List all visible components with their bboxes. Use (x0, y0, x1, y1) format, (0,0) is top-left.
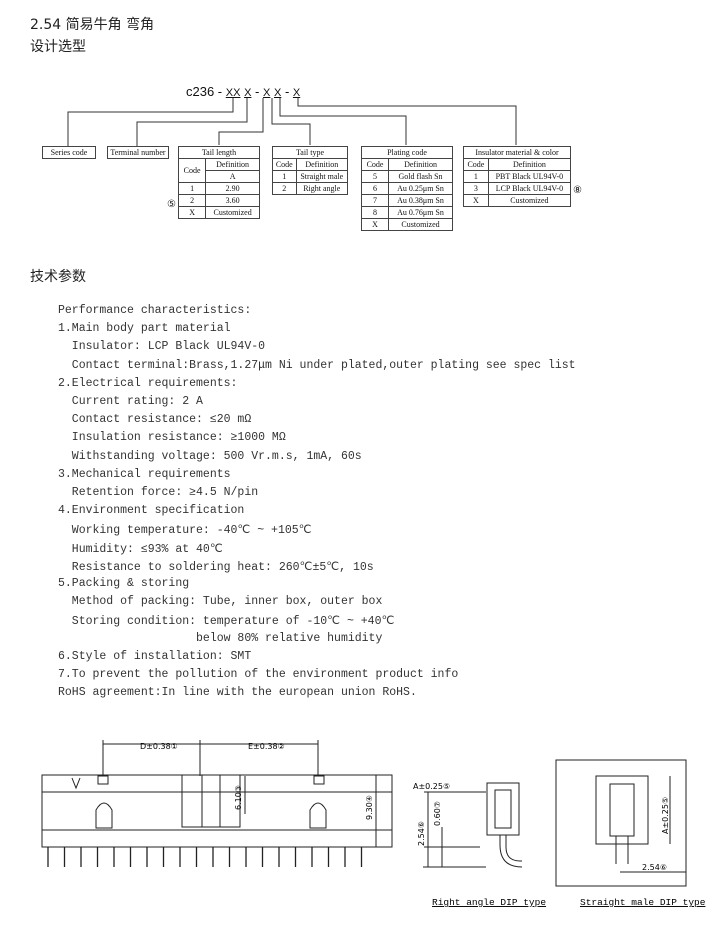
dim-d: D±0.38① (140, 742, 178, 751)
part-code-seg1: XX (225, 87, 241, 99)
spec-line: Resistance to soldering heat: 260℃±5℃, 1… (58, 560, 374, 574)
spec-line: 4.Environment specification (58, 504, 245, 518)
spec-line: Current rating: 2 A (58, 395, 203, 408)
spec-line: Performance characteristics: (58, 304, 252, 317)
table-header: Definition (388, 158, 453, 171)
table-header: Code (360, 158, 390, 171)
dim-2-54-straight: 2.54⑥ (642, 863, 667, 872)
dim-a-right: A±0.25⑤ (413, 782, 450, 791)
spec-line: Method of packing: Tube, inner box, oute… (58, 595, 383, 609)
caption-straight-male: Straight male DIP type (580, 897, 706, 908)
part-code-seg5: X (292, 87, 301, 99)
table-header: Definition (487, 158, 572, 171)
part-code-seg4: X (273, 87, 282, 99)
spec-line: Insulator: LCP Black UL94V-0 (58, 340, 266, 354)
technical-drawing: D±0.38① E±0.38② 6.10③ 9.30④ A±0.25⑤ 2.54… (41, 740, 706, 908)
part-code-leader-lines (67, 98, 517, 146)
part-code-seg2: X (244, 87, 252, 99)
caption-right-angle: Right angle DIP type (432, 897, 546, 908)
table-header: Definition (205, 158, 260, 171)
table-header: A (205, 170, 260, 183)
spec-line: 6.Style of installation: SMT (58, 649, 252, 663)
page-title: 2.54 简易牛角 弯角 (30, 17, 155, 33)
part-code: c236 - XX X - X X - X (186, 84, 300, 99)
right-angle-dip-view (423, 782, 523, 868)
dim-0-60: 0.60⑦ (433, 801, 442, 826)
spec-line: 1.Main body part material (58, 322, 231, 336)
spec-line: Retention force: ≥4.5 N/pin (58, 486, 259, 499)
section-title: 技术参数 (30, 269, 86, 285)
tail-length-marker: ⑤ (167, 199, 176, 210)
spec-line: Storing condition: temperature of -10℃ ~… (58, 615, 395, 629)
part-code-prefix: c236 - (186, 84, 223, 99)
spec-line: 2.Electrical requirements: (58, 376, 238, 390)
terminal-number-box: Terminal number (107, 146, 169, 159)
dim-2-54-right: 2.54⑥ (417, 821, 426, 846)
spec-line: Humidity: ≤93% at 40℃ (58, 542, 223, 556)
spec-line: Contact resistance: ≤20 mΩ (58, 413, 252, 427)
spec-line: 7.To prevent the pollution of the enviro… (58, 668, 459, 681)
table-header: Code (177, 158, 207, 183)
spec-line: 3.Mechanical requirements (58, 467, 231, 481)
straight-male-dip-view (555, 759, 687, 887)
table-title: Insulator material & color (463, 146, 571, 159)
table-title: Tail length (178, 146, 260, 159)
dim-e: E±0.38② (248, 742, 285, 751)
dim-a-straight: A±0.25⑤ (661, 797, 670, 834)
table-header: Code (272, 158, 297, 171)
table-title: Plating code (361, 146, 453, 159)
page-subtitle: 设计选型 (30, 39, 86, 55)
spec-line: 5.Packing & storing (58, 577, 190, 590)
spec-line: below 80% relative humidity (58, 631, 383, 645)
table-header: Code (463, 158, 489, 171)
spec-line: Insulation resistance: ≥1000 MΩ (58, 431, 286, 445)
connector-body (41, 774, 393, 848)
table-header: Definition (295, 158, 349, 171)
series-code-box: Series code (42, 146, 96, 159)
table-title: Tail type (272, 146, 348, 159)
spec-line: Withstanding voltage: 500 Vr.m.s, 1mA, 6… (58, 449, 362, 463)
part-code-seg3: X (263, 87, 271, 99)
dim-6-10: 6.10③ (234, 785, 243, 810)
spec-line: Contact terminal:Brass,1.27μm Ni under p… (58, 358, 576, 372)
dim-9-30: 9.30④ (365, 795, 374, 820)
insulator-marker: ⑧ (573, 185, 582, 196)
part-code-dash1: - (255, 84, 260, 99)
part-code-dash2: - (284, 84, 290, 99)
spec-line: RoHS agreement:In line with the european… (58, 686, 417, 700)
spec-line: Working temperature: -40℃ ~ +105℃ (58, 524, 312, 538)
